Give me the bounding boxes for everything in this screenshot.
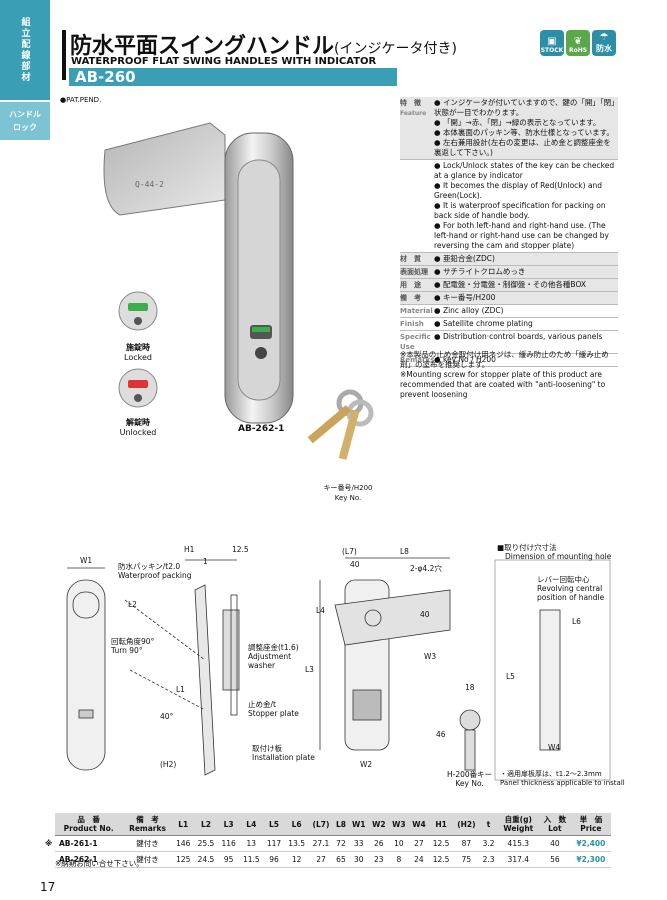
dim-l7: (L7) [342, 547, 357, 556]
handle-lever [237, 159, 281, 401]
dimension-drawing [66, 557, 611, 781]
plate-engraving: Q-44-2 [135, 180, 164, 189]
mounting-note: ※本製品の止め金取付け用ネジは、緩み防止のため「緩み止め剤」の塗布を推奨します。… [400, 350, 609, 399]
waterproof-badge: ☂ 防水 [592, 30, 616, 56]
stopper-plate-shape [103, 122, 226, 216]
product-photo: Q-44-2 [103, 122, 374, 460]
mounting-hole [539, 609, 561, 751]
dim-w4: W4 [548, 743, 561, 752]
dim-h1: H1 [184, 545, 195, 554]
dim-w1: W1 [80, 556, 93, 565]
features-jp: インジケータが付いていますので、鍵の「開」「閉」状態が一目でわかります。 「開」… [434, 98, 618, 158]
delivery-footnote: ※納期お問い合せ下さい。 [55, 859, 144, 868]
dim-40b: 40 [420, 610, 430, 619]
page-title: 防水平面スイングハンドル(インジケータ付き) [70, 34, 457, 59]
spec-jp-rows: 材 質亜鉛合金(ZDC) 表面処理サチライトクロムめっき 用 途配電盤・分電盤・… [400, 253, 618, 305]
dim-1: 1 [203, 557, 208, 566]
table-row: AB-262-1 鍵付き 125 24.5 95 11.5 96 12 27 6… [55, 851, 611, 868]
dim-w2: W2 [360, 760, 373, 769]
page-title-en: WATERPROOF FLAT SWING HANDLES WITH INDIC… [71, 56, 377, 67]
dim-l5: L5 [506, 672, 515, 681]
page-number: 17 [40, 880, 56, 894]
dim-l1: L1 [176, 685, 185, 694]
dim-l2: L2 [128, 600, 137, 609]
keyhole-icon [255, 347, 267, 359]
stock-badge: ▣ STOCK [540, 30, 564, 56]
stock-icon: ▣ [547, 36, 557, 47]
dim-12-5: 12.5 [232, 545, 249, 554]
subcategory-tab[interactable]: ハンドル ロック [0, 102, 50, 140]
dim-40deg: 40° [160, 712, 174, 721]
patent-pending: ●PAT.PEND. [60, 96, 102, 104]
feature-en-row: Lock/Unlock states of the key can be che… [400, 160, 618, 253]
dim-l4: L4 [316, 606, 325, 615]
turn-label: 回転角度90°Turn 90° [111, 637, 155, 655]
category-tab[interactable]: 組立配線部材 [0, 0, 50, 100]
water-drop-icon: ☂ [599, 32, 609, 43]
dim-46: 46 [436, 730, 446, 739]
dim-w3: W3 [424, 652, 437, 661]
table-row: ※AB-261-1 鍵付き 146 25.5 116 13 117 13.5 2… [45, 835, 611, 852]
title-accent-bar [62, 30, 66, 80]
leaf-icon: ❦ [573, 36, 583, 47]
indicator-green [252, 327, 270, 332]
dim-18: 18 [465, 683, 475, 692]
features-en: Lock/Unlock states of the key can be che… [434, 161, 618, 251]
dim-40a: 40 [350, 560, 360, 569]
key-drawing [459, 709, 481, 731]
dim-h2: (H2) [160, 760, 177, 769]
dim-l3: L3 [305, 665, 314, 674]
dim-l8: L8 [400, 547, 409, 556]
front-view [66, 579, 106, 771]
model-banner: AB-260 [69, 68, 397, 86]
side-view [194, 584, 216, 776]
rohs-badge: ❦ RoHS [566, 30, 590, 56]
spec-en-rows: MaterialZinc alloy (ZDC) FinishSatellite… [400, 305, 618, 367]
dim-l6: L6 [572, 617, 581, 626]
photo-model-label: AB-262-1 [238, 424, 285, 434]
keys-icon [307, 389, 374, 460]
hole-label: 2-φ4.2穴 [410, 564, 442, 573]
